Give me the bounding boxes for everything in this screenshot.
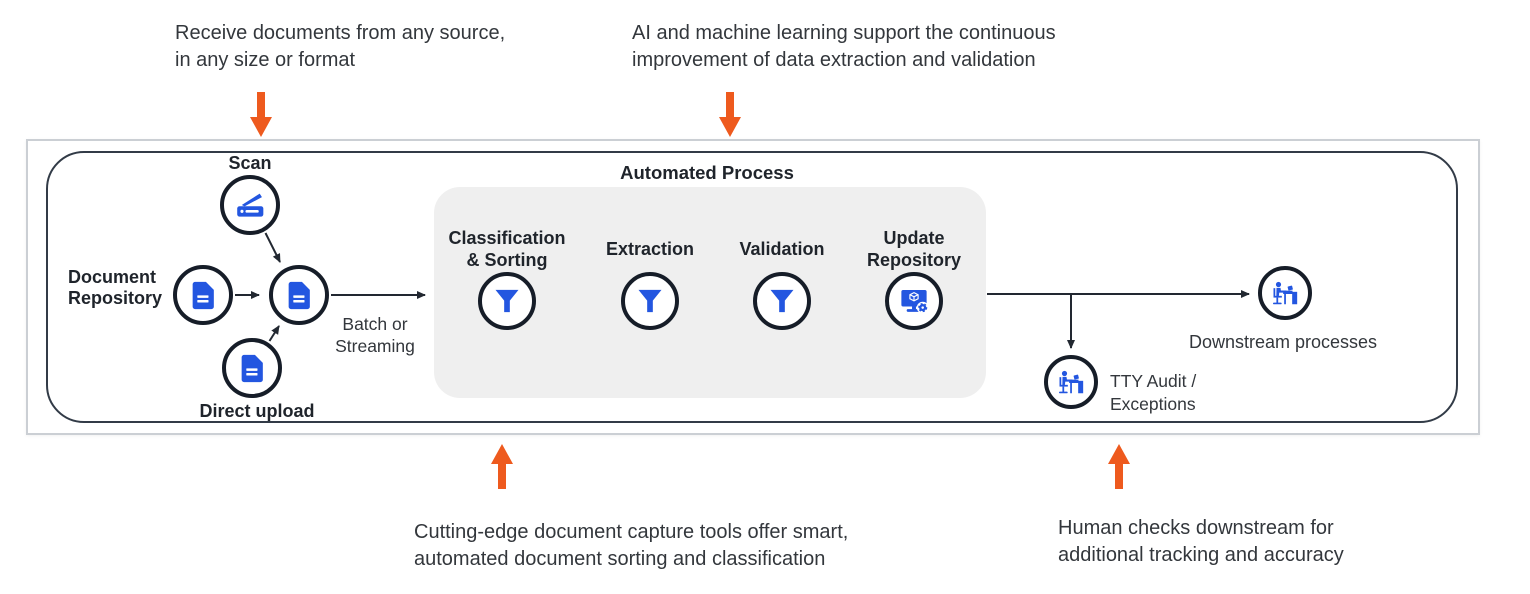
funnel-icon <box>495 289 519 313</box>
merge-node <box>269 265 329 325</box>
callout-arrow-up-capture <box>491 444 513 489</box>
automated-process-title: Automated Process <box>620 162 794 183</box>
annotation-receive-documents: Receive documents from any source, in an… <box>175 22 506 71</box>
batch-streaming-label: Batch or Streaming <box>335 314 415 356</box>
funnel-icon <box>770 289 794 313</box>
stage-update-repository-label: Update Repository <box>866 228 962 270</box>
document-icon <box>192 281 214 309</box>
annotation-human-checks: Human checks downstream for additional t… <box>1058 517 1344 566</box>
direct-upload-node <box>222 338 282 398</box>
downstream-label: Downstream processes <box>1188 332 1378 352</box>
annotation-capture-tools: Cutting-edge document capture tools offe… <box>414 521 849 570</box>
document-repository-node <box>173 265 233 325</box>
scanner-icon <box>236 193 263 217</box>
stage-classification-sorting-label: Classification & Sorting <box>448 228 566 270</box>
tty-audit-node <box>1044 355 1098 409</box>
stage-validation-node <box>753 272 811 330</box>
person-desk-icon <box>1059 370 1084 394</box>
stage-update-repository-node <box>885 272 943 330</box>
document-repository-label: Document Repository <box>68 267 163 308</box>
scan-node <box>220 175 280 235</box>
callout-arrow-up-human <box>1108 444 1130 489</box>
stage-extraction-label: Extraction <box>605 239 695 259</box>
document-icon <box>241 354 263 382</box>
stage-extraction-node <box>621 272 679 330</box>
tty-audit-label: TTY Audit / Exceptions <box>1110 371 1197 414</box>
callout-arrow-down-receive <box>250 92 272 137</box>
monitor-gear-icon <box>901 289 929 314</box>
downstream-node <box>1258 266 1312 320</box>
person-desk-icon <box>1273 281 1298 305</box>
annotation-ai-ml: AI and machine learning support the cont… <box>632 22 1056 71</box>
stage-validation-label: Validation <box>739 239 825 259</box>
scan-label: Scan <box>228 153 272 173</box>
funnel-icon <box>638 289 662 313</box>
callout-arrow-down-ai <box>719 92 741 137</box>
direct-upload-label: Direct upload <box>199 401 315 421</box>
stage-classification-sorting-node <box>478 272 536 330</box>
document-icon <box>288 281 310 309</box>
